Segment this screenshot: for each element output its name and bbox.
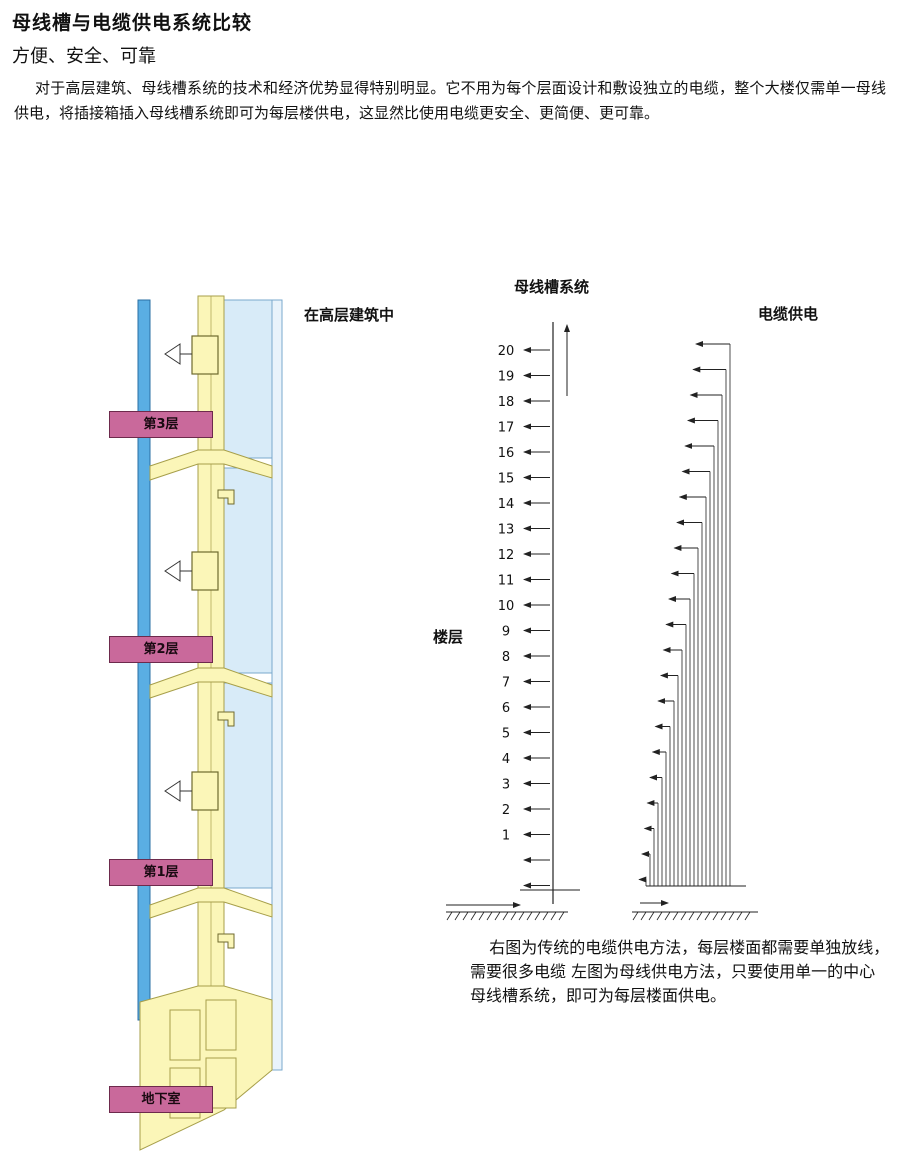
ground-hatch xyxy=(720,911,727,921)
floor-number: 12 xyxy=(498,548,515,563)
floor-number: 19 xyxy=(498,370,515,385)
busway-title: 母线槽系统 xyxy=(514,278,590,296)
ground-hatch xyxy=(486,911,493,921)
floor-number: 14 xyxy=(498,497,515,512)
ground-hatch xyxy=(558,911,565,921)
floor-number: 7 xyxy=(502,676,510,691)
ground-hatch xyxy=(470,911,477,921)
ground-hatch xyxy=(462,911,469,921)
ground-hatch xyxy=(696,911,703,921)
ground-hatch xyxy=(550,911,557,921)
ground-hatch xyxy=(542,911,549,921)
floor-number: 20 xyxy=(498,344,515,359)
floor-number: 6 xyxy=(502,701,510,716)
ground-hatch xyxy=(688,911,695,921)
ground-hatch xyxy=(672,911,679,921)
page-title: 母线槽与电缆供电系统比较 xyxy=(12,12,253,34)
ground-hatch xyxy=(656,911,663,921)
ground-hatch xyxy=(518,911,525,921)
intro-paragraph: 对于高层建筑、母线槽系统的技术和经济优势显得特别明显。它不用为每个层面设计和敷设… xyxy=(14,79,886,122)
floor-number: 3 xyxy=(502,778,510,793)
ground-hatch xyxy=(502,911,509,921)
ground-hatch xyxy=(704,911,711,921)
ground-hatch xyxy=(534,911,541,921)
floor-number: 10 xyxy=(498,599,515,614)
ground-hatch xyxy=(640,911,647,921)
floor-number: 4 xyxy=(502,752,510,767)
ground-hatch xyxy=(736,911,743,921)
floor-number: 15 xyxy=(498,472,515,487)
ground-hatch xyxy=(494,911,501,921)
diagram-caption: 右图为传统的电缆供电方法，每层楼面都需要单独放线，需要很多电缆 左图为母线供电方… xyxy=(470,938,890,1005)
ground-hatch xyxy=(712,911,719,921)
ground-hatch xyxy=(744,911,751,921)
ground-hatch xyxy=(728,911,735,921)
ground-hatch xyxy=(478,911,485,921)
floor-number: 11 xyxy=(498,574,515,589)
building-label: 在高层建筑中 xyxy=(304,306,395,324)
floor-tag-1: 第1层 xyxy=(109,859,213,886)
floor-axis-label: 楼层 xyxy=(433,628,464,646)
floor-number: 1 xyxy=(502,829,510,844)
ground-hatch xyxy=(526,911,533,921)
ground-hatch xyxy=(648,911,655,921)
floor-number: 18 xyxy=(498,395,515,410)
floor-number: 5 xyxy=(502,727,510,742)
floor-number: 13 xyxy=(498,523,515,538)
floor-tag-2: 第2层 xyxy=(109,636,213,663)
floor-number: 2 xyxy=(502,803,510,818)
floor-number: 9 xyxy=(502,625,510,640)
floor-number: 16 xyxy=(498,446,515,461)
floor-number: 17 xyxy=(498,421,515,436)
ground-hatch xyxy=(510,911,517,921)
ground-hatch xyxy=(632,911,639,921)
ground-hatch xyxy=(664,911,671,921)
floor-tag-basement: 地下室 xyxy=(109,1086,213,1113)
page-subtitle: 方便、安全、可靠 xyxy=(12,46,156,67)
ground-hatch xyxy=(680,911,687,921)
floor-number: 8 xyxy=(502,650,510,665)
ground-hatch xyxy=(454,911,461,921)
cable-title: 电缆供电 xyxy=(758,305,819,323)
floor-tag-3: 第3层 xyxy=(109,411,213,438)
ground-hatch xyxy=(446,911,453,921)
